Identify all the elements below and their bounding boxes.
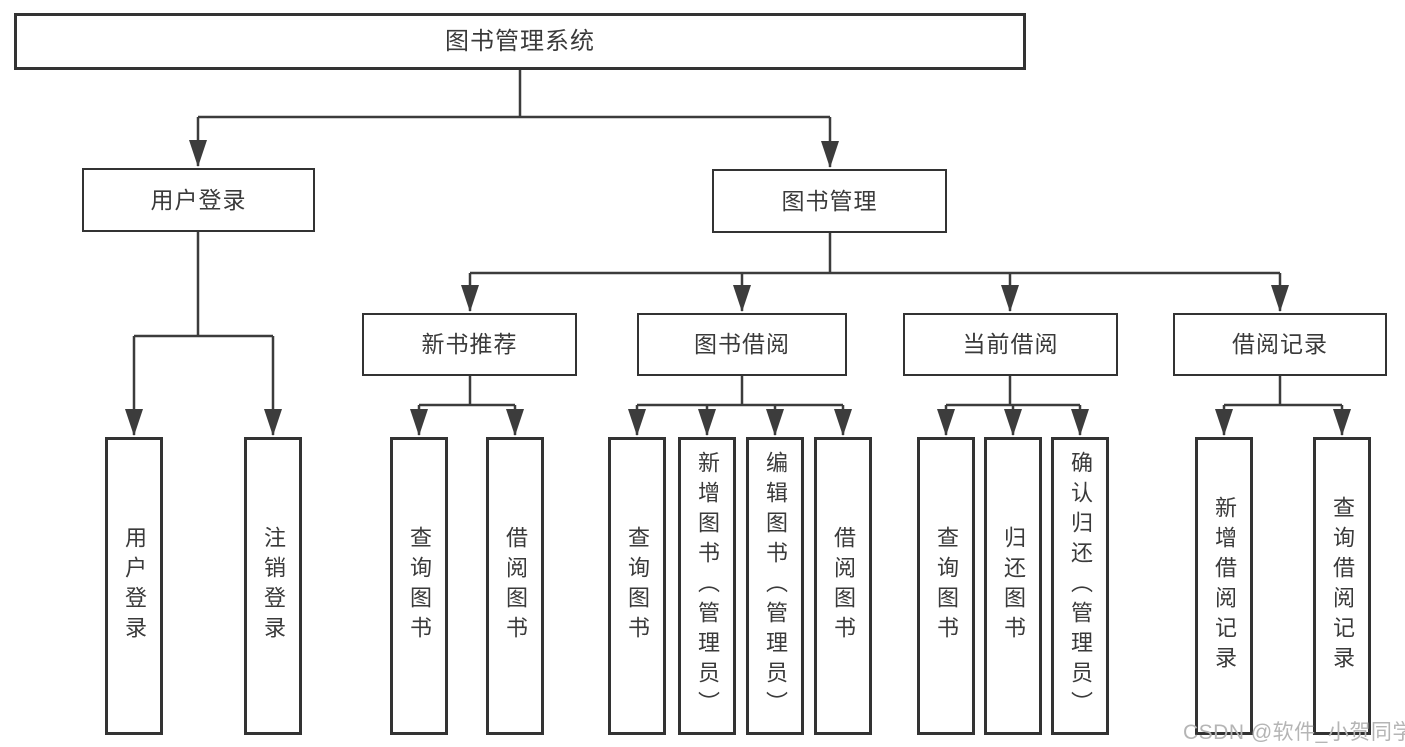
leaf-borrowing-query-books: 查询图书	[608, 437, 666, 735]
leaf-borrowing-add-books-admin: 新增图书（管理员）	[678, 437, 736, 735]
connector-records-to-leaves	[1222, 375, 1344, 435]
leaf-logout-login: 注销登录	[244, 437, 302, 735]
connector-borrowing-to-leaves	[635, 375, 845, 435]
node-new-book-recommend: 新书推荐	[362, 313, 577, 376]
node-book-borrowing: 图书借阅	[637, 313, 847, 376]
leaf-recommend-query-books: 查询图书	[390, 437, 448, 735]
leaf-records-add-record: 新增借阅记录	[1195, 437, 1253, 735]
connector-root-to-level2	[196, 70, 832, 167]
leaf-user-login: 用户登录	[105, 437, 163, 735]
connector-recommend-to-leaves	[417, 375, 517, 435]
connector-bookmgmt-to-level3	[468, 233, 1282, 311]
node-current-borrowing: 当前借阅	[903, 313, 1118, 376]
arrowheads	[125, 140, 1351, 436]
connector-userlogin-to-leaves	[132, 232, 275, 435]
leaf-current-query-books: 查询图书	[917, 437, 975, 735]
node-library-management-system: 图书管理系统	[14, 13, 1026, 70]
node-borrowing-records: 借阅记录	[1173, 313, 1387, 376]
leaf-current-confirm-return-admin: 确认归还（管理员）	[1051, 437, 1109, 735]
leaf-borrowing-edit-books-admin: 编辑图书（管理员）	[746, 437, 804, 735]
watermark: CSDN @软件_小贺同学	[1183, 721, 1405, 744]
leaf-borrowing-borrow-books: 借阅图书	[814, 437, 872, 735]
node-user-login: 用户登录	[82, 168, 315, 232]
leaf-current-return-books: 归还图书	[984, 437, 1042, 735]
leaf-records-query-record: 查询借阅记录	[1313, 437, 1371, 735]
node-book-management: 图书管理	[712, 169, 947, 233]
leaf-recommend-borrow-books: 借阅图书	[486, 437, 544, 735]
